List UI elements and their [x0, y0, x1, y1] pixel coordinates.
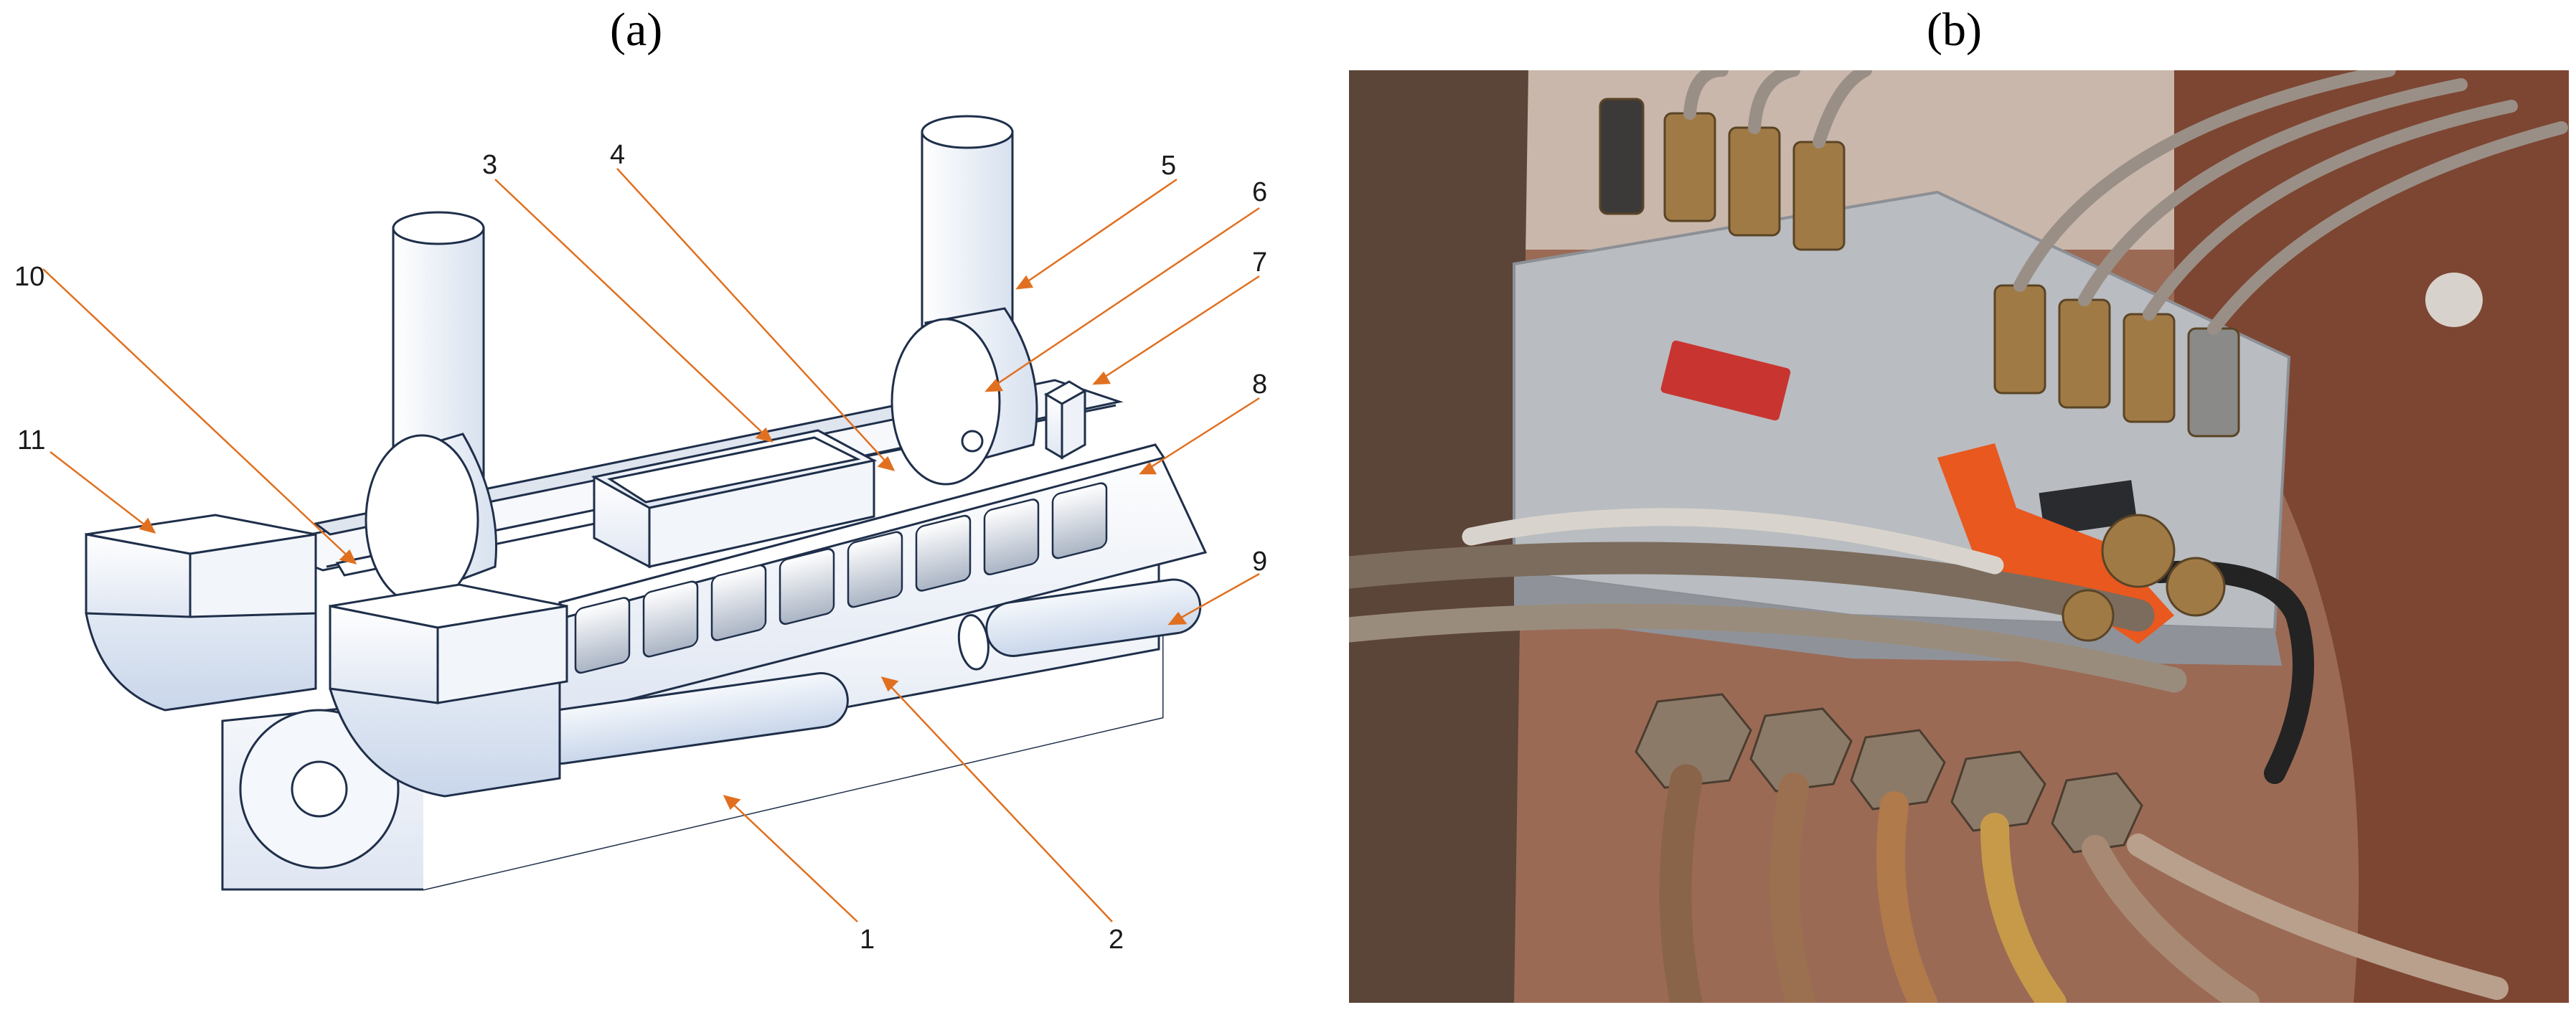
injector-pipes — [1683, 70, 2568, 335]
panel-a-label: (a) — [610, 4, 663, 56]
engine-schematic: 1 2 3 4 5 6 7 8 9 10 11 — [14, 115, 1267, 955]
callout-5: 5 — [1161, 151, 1176, 181]
injector-fittings-top — [1599, 98, 2240, 438]
callout-11: 11 — [17, 425, 45, 455]
intake-box — [591, 429, 878, 569]
callout-6: 6 — [1252, 177, 1267, 207]
callout-10: 10 — [14, 262, 44, 292]
panel-b-label: (b) — [1927, 4, 1982, 56]
callout-2: 2 — [1109, 925, 1124, 955]
left-air-intake — [85, 514, 317, 712]
engine-photo — [1349, 70, 2569, 1003]
brass-valve — [2062, 514, 2226, 642]
id-plate — [2039, 480, 2138, 536]
front-air-intake — [329, 583, 568, 798]
charge-pipe-right — [957, 578, 1202, 671]
callout-9: 9 — [1252, 547, 1267, 577]
warning-plate — [1660, 340, 1791, 421]
left-turbocharger — [365, 433, 498, 606]
fuel-rail-pipes — [1349, 508, 2314, 784]
lower-pipes — [1659, 764, 2509, 1003]
lower-fittings — [1635, 693, 2143, 854]
right-turbocharger — [890, 307, 1038, 486]
sensor-box — [1043, 380, 1088, 460]
callout-4: 4 — [610, 140, 625, 170]
callout-8: 8 — [1252, 369, 1267, 400]
callout-7: 7 — [1252, 247, 1267, 278]
callout-3: 3 — [482, 150, 497, 180]
manifold-windows — [574, 482, 1108, 674]
callout-1: 1 — [860, 925, 875, 955]
